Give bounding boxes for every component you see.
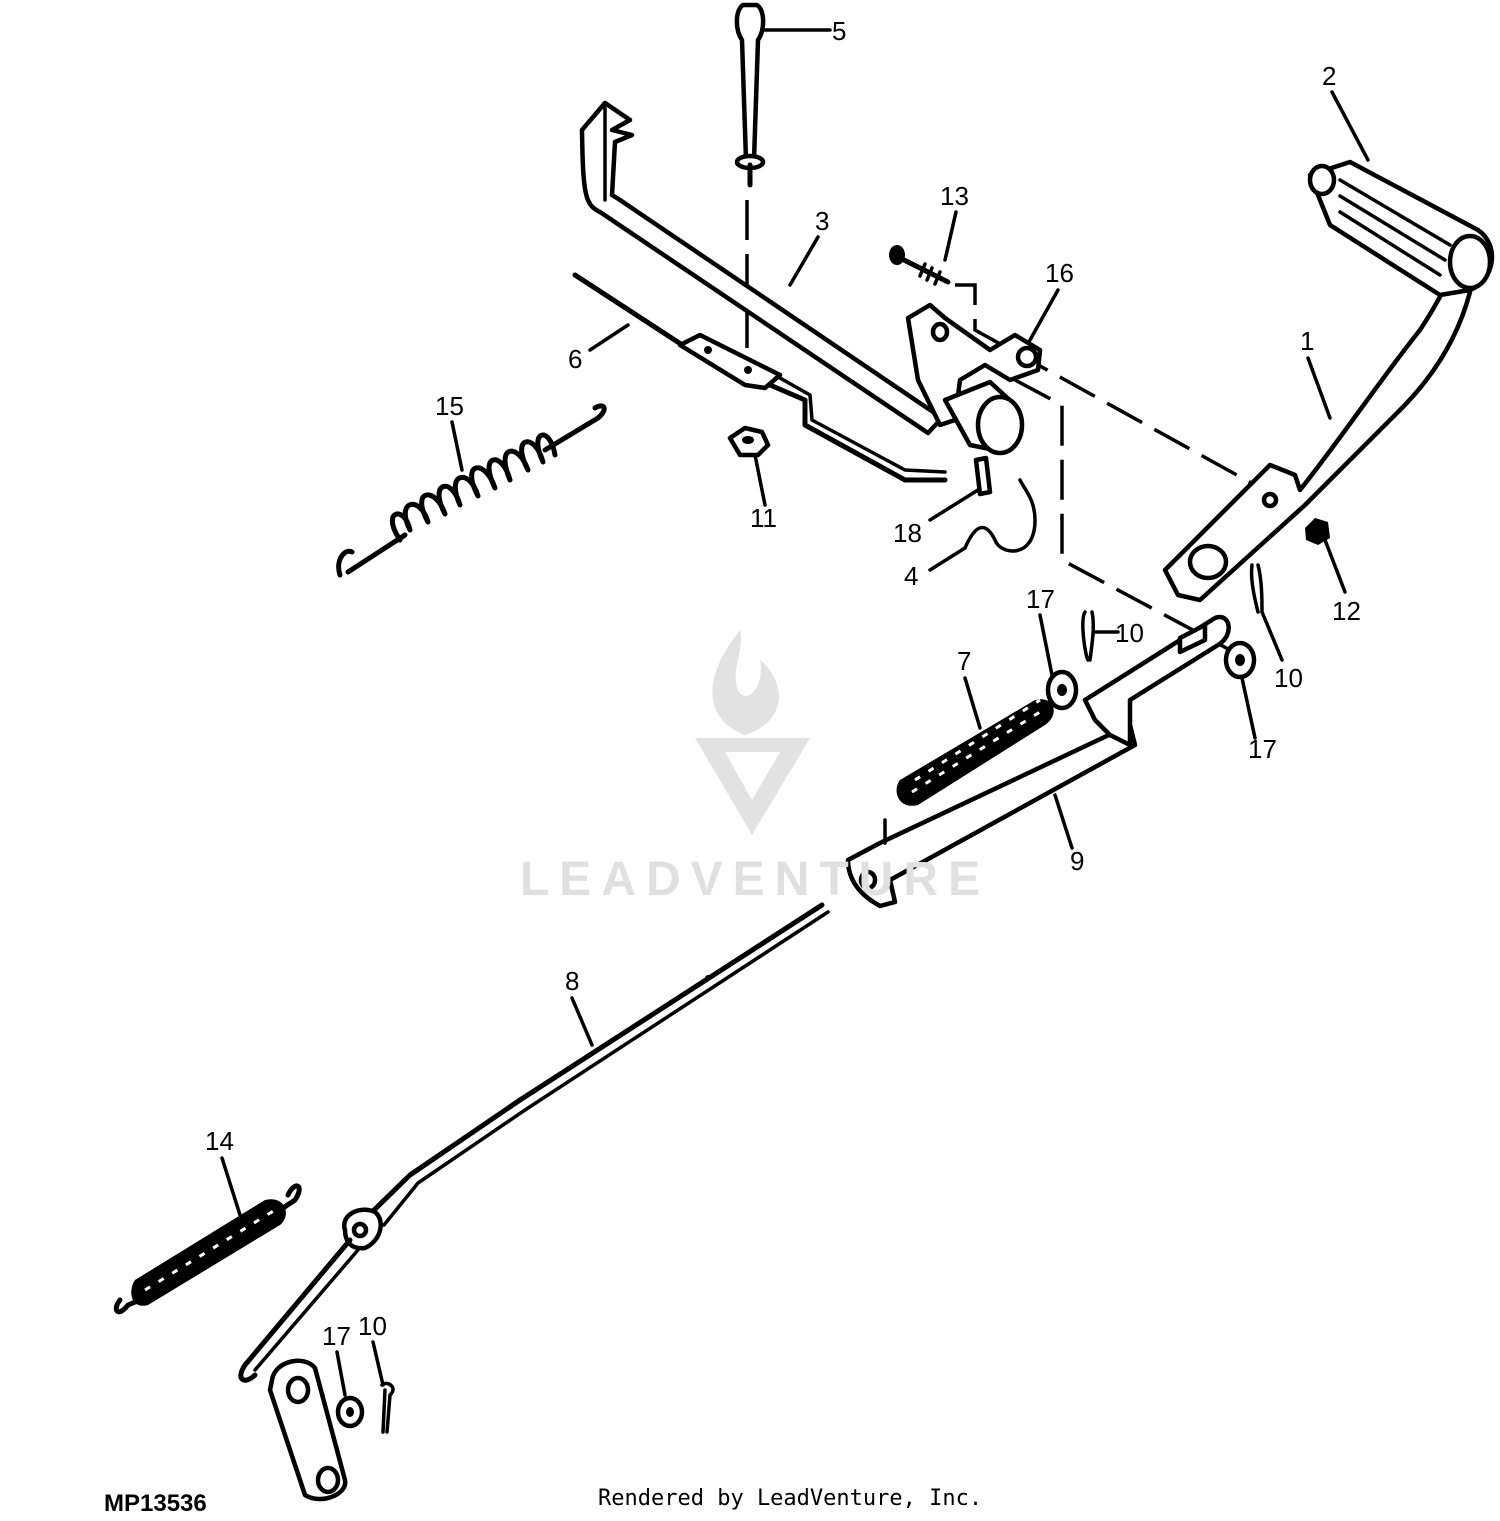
callout-3: 3 xyxy=(815,206,829,236)
part-13-bolt xyxy=(889,245,951,286)
callout-8: 8 xyxy=(565,966,579,996)
part-4-spring-clip xyxy=(963,478,1037,553)
part-12-nut xyxy=(1305,518,1330,545)
callout-7: 7 xyxy=(957,646,971,676)
callout-14: 14 xyxy=(205,1126,234,1156)
callout-labels: 5 2 13 3 16 1 6 15 11 18 4 12 17 10 7 10… xyxy=(205,16,1361,1351)
part-15-spring xyxy=(336,403,607,578)
callout-17-a: 17 xyxy=(1026,584,1055,614)
diagram-code: MP13536 xyxy=(104,1490,207,1517)
part-3-pedal-shaft xyxy=(579,100,945,436)
callout-1: 1 xyxy=(1300,326,1314,356)
lower-lever-plate xyxy=(267,1358,348,1502)
callout-6: 6 xyxy=(568,344,582,374)
callout-10-a: 10 xyxy=(1115,618,1144,648)
callout-18: 18 xyxy=(893,518,922,548)
part-16-arm-bushing xyxy=(905,302,1043,456)
watermark-text: LEADVENTURE xyxy=(519,853,991,906)
part-11-nut xyxy=(727,425,771,458)
part-7-spring xyxy=(896,698,1054,806)
callout-10-c: 10 xyxy=(358,1311,387,1341)
callout-leaders xyxy=(220,28,1370,1397)
lower-hardware xyxy=(335,1381,395,1434)
part-5-pin xyxy=(734,2,766,188)
part-10-cotter-pins xyxy=(1081,563,1264,662)
part-1-pedal-arm xyxy=(1162,277,1473,603)
callout-12: 12 xyxy=(1332,596,1361,626)
callout-2: 2 xyxy=(1322,61,1336,91)
watermark-logo-icon xyxy=(695,630,810,835)
callout-10-b: 10 xyxy=(1274,663,1303,693)
callout-17-c: 17 xyxy=(322,1321,351,1351)
callout-13: 13 xyxy=(940,181,969,211)
callout-11: 11 xyxy=(750,503,777,533)
callout-9: 9 xyxy=(1070,846,1084,876)
callout-4: 4 xyxy=(904,561,918,591)
render-credit: Rendered by LeadVenture, Inc. xyxy=(598,1486,983,1511)
part-14-spring xyxy=(113,1183,302,1315)
callout-5: 5 xyxy=(832,16,846,46)
part-17-washers xyxy=(1045,640,1257,711)
part-18-pin xyxy=(973,455,993,497)
part-8-long-rod xyxy=(238,902,830,1383)
part-9-bracket xyxy=(845,614,1231,909)
callout-16: 16 xyxy=(1045,258,1074,288)
callout-15: 15 xyxy=(435,391,464,421)
part-2-pedal-pad xyxy=(1307,159,1495,298)
callout-17-b: 17 xyxy=(1248,734,1277,764)
part-6-rod xyxy=(572,272,948,483)
